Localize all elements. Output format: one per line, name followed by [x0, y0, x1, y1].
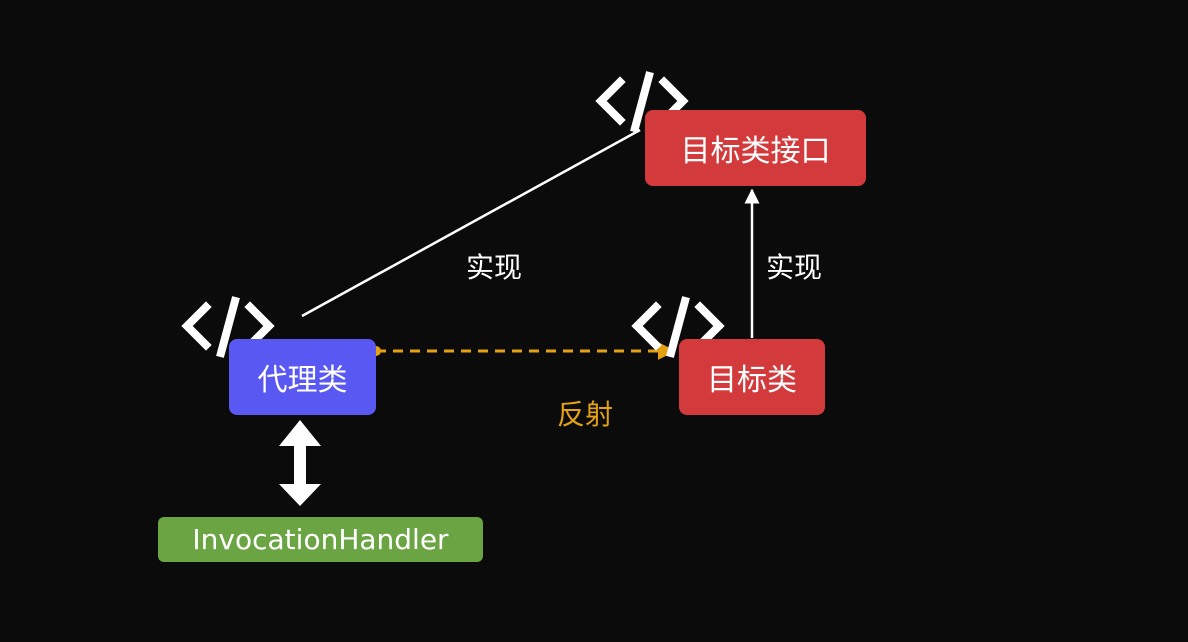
- edge-label-reflection: 反射: [557, 398, 614, 431]
- node-proxy-class-label: 代理类: [257, 363, 348, 398]
- double-arrow-icon: [279, 420, 321, 506]
- edge-label-implements-proxy: 实现: [466, 251, 523, 284]
- node-target-class-label: 目标类: [707, 363, 797, 398]
- node-target-interface: 目标类接口: [645, 110, 866, 186]
- implements-line-proxy: [301, 128, 641, 318]
- node-proxy-class: 代理类: [229, 339, 376, 415]
- node-invocation-handler: InvocationHandler: [158, 517, 483, 562]
- edge-label-implements-target: 实现: [766, 251, 823, 284]
- node-target-interface-label: 目标类接口: [680, 134, 831, 169]
- code-icon-proxy: [181, 296, 275, 358]
- node-invocation-handler-label: InvocationHandler: [192, 523, 449, 556]
- code-icon-target: [631, 296, 725, 358]
- node-target-class: 目标类: [679, 339, 825, 415]
